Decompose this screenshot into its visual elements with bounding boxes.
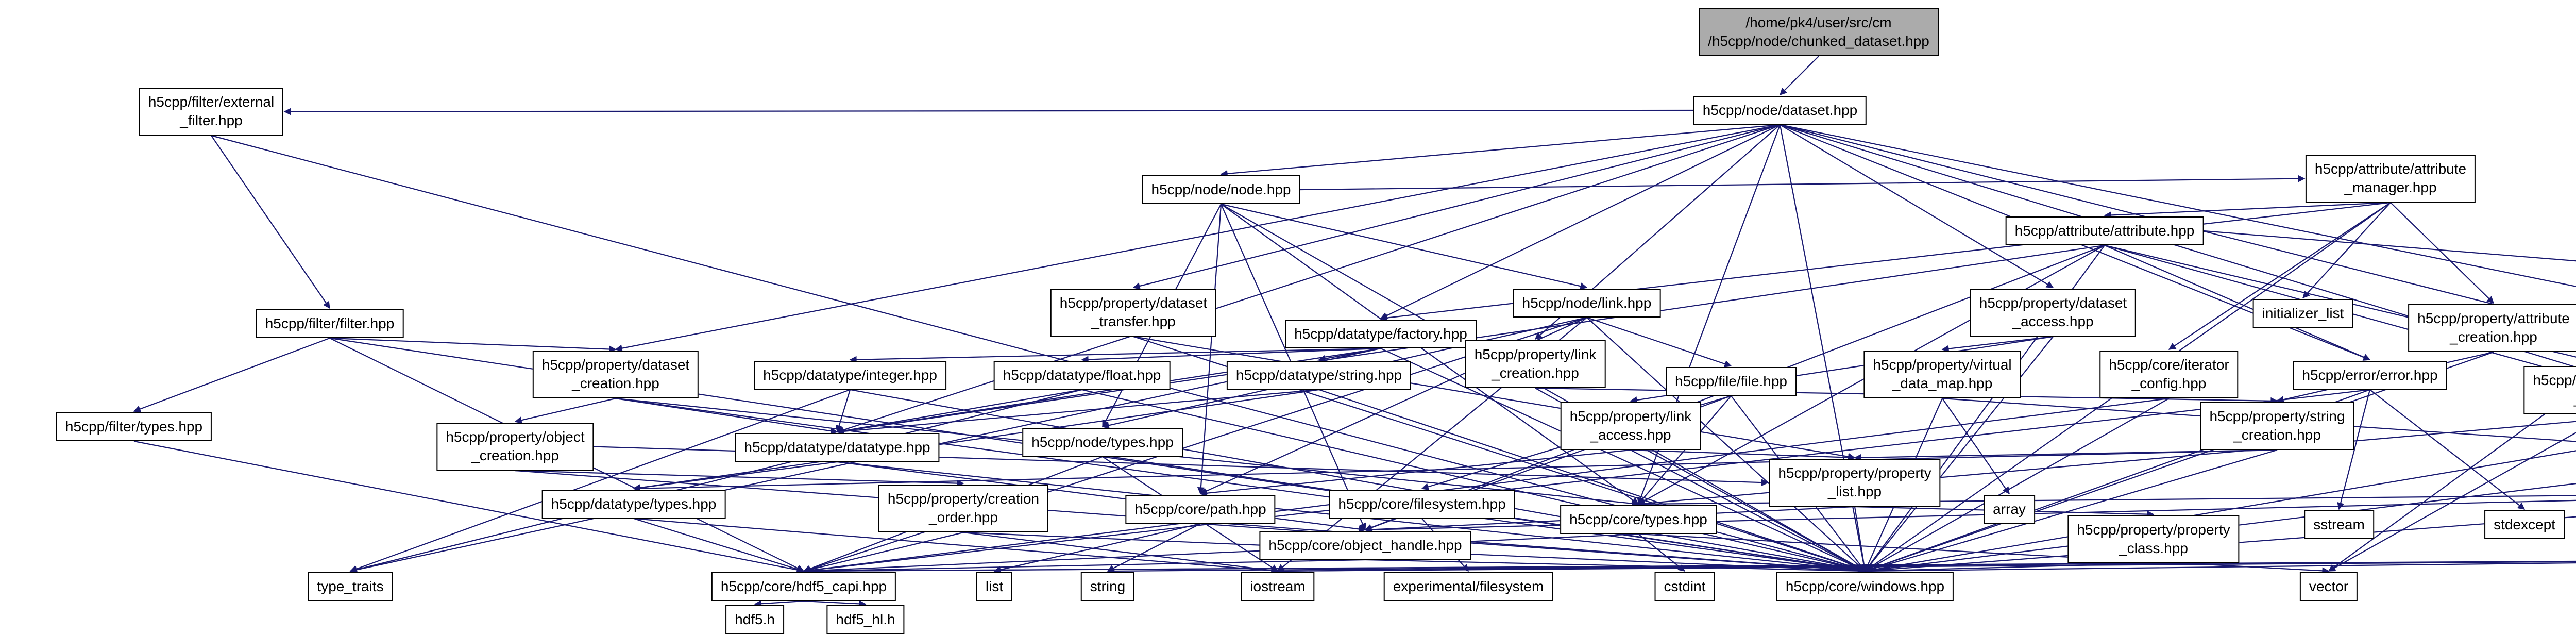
graph-node-external_filter[interactable]: h5cpp/filter/external _filter.hpp — [139, 88, 283, 136]
graph-node-attribute_creation[interactable]: h5cpp/property/attribute _creation.hpp — [2408, 304, 2576, 352]
graph-node-array[interactable]: array — [1984, 495, 2035, 524]
graph-node-type_traits[interactable]: type_traits — [308, 572, 393, 601]
graph-node-string[interactable]: string — [1081, 572, 1134, 601]
include-edge-hdf5_capi-hdf5_hl — [804, 601, 866, 604]
graph-node-root: /home/pk4/user/src/cm /h5cpp/node/chunke… — [1699, 8, 1939, 56]
graph-node-hdf5_h[interactable]: hdf5.h — [725, 605, 784, 634]
graph-node-attr_manager[interactable]: h5cpp/attribute/attribute _manager.hpp — [2306, 155, 2476, 203]
graph-node-initializer_list[interactable]: initializer_list — [2253, 299, 2353, 328]
graph-node-filter_types[interactable]: h5cpp/filter/types.hpp — [56, 412, 212, 441]
graph-node-fixed_length[interactable]: h5cpp/core/fixed_length _string.hpp — [2523, 366, 2576, 414]
graph-node-object_handle[interactable]: h5cpp/core/object_handle.hpp — [1259, 531, 1471, 560]
graph-node-node_types[interactable]: h5cpp/node/types.hpp — [1022, 428, 1183, 457]
graph-node-sstream[interactable]: sstream — [2304, 510, 2374, 539]
graph-node-cstdint[interactable]: cstdint — [1655, 572, 1715, 601]
graph-node-iostream[interactable]: iostream — [1241, 572, 1314, 601]
graph-node-filter[interactable]: h5cpp/filter/filter.hpp — [256, 309, 404, 338]
include-edge-dataset-node — [1221, 125, 1780, 174]
include-edge-root-dataset — [1780, 56, 1819, 95]
include-edge-integer-type_traits — [350, 390, 850, 571]
include-edge-dataset-dataset_access — [1780, 125, 2053, 288]
include-edge-core_types-hdf5_capi — [804, 534, 1638, 571]
graph-node-creation_order[interactable]: h5cpp/property/creation _order.hpp — [878, 485, 1048, 532]
graph-node-vdm[interactable]: h5cpp/property/virtual _data_map.hpp — [1863, 351, 2021, 398]
graph-node-core_types[interactable]: h5cpp/core/types.hpp — [1560, 505, 1717, 534]
graph-node-dt_types[interactable]: h5cpp/datatype/types.hpp — [542, 490, 726, 519]
graph-node-vector[interactable]: vector — [2300, 572, 2358, 601]
include-edge-fixed_length-vector — [2329, 414, 2576, 571]
include-edge-node-attr_manager — [1300, 179, 2305, 190]
graph-node-exp_fs[interactable]: experimental/filesystem — [1384, 572, 1553, 601]
graph-node-dataset[interactable]: h5cpp/node/dataset.hpp — [1693, 96, 1867, 125]
include-edge-filter-ds_creation — [330, 338, 616, 349]
graph-node-iterator_config[interactable]: h5cpp/core/iterator _config.hpp — [2099, 351, 2238, 398]
include-edge-error-stdexcept — [2370, 390, 2524, 509]
include-edge-node-path — [1200, 204, 1221, 494]
graph-node-dt_float[interactable]: h5cpp/datatype/float.hpp — [994, 361, 1171, 390]
include-edge-vdm-array — [1942, 398, 2009, 494]
graph-node-hdf5_hl[interactable]: hdf5_hl.h — [826, 605, 904, 634]
graph-node-stdexcept[interactable]: stdexcept — [2484, 510, 2565, 539]
graph-node-list[interactable]: list — [976, 572, 1012, 601]
graph-node-integer[interactable]: h5cpp/datatype/integer.hpp — [754, 361, 946, 390]
graph-node-windows[interactable]: h5cpp/core/windows.hpp — [1776, 572, 1954, 601]
graph-node-property_list[interactable]: h5cpp/property/property _list.hpp — [1769, 459, 1940, 507]
include-edge-dt_types-hdf5_capi — [634, 519, 804, 571]
include-edge-attr_manager-initializer_list — [2303, 203, 2391, 298]
include-edge-node-link — [1221, 204, 1587, 288]
graph-node-ds_transfer[interactable]: h5cpp/property/dataset _transfer.hpp — [1050, 289, 1216, 337]
graph-node-dt_string[interactable]: h5cpp/datatype/string.hpp — [1227, 361, 1411, 390]
graph-node-link[interactable]: h5cpp/node/link.hpp — [1513, 289, 1661, 318]
include-edge-core_types-cstdint — [1638, 534, 1685, 571]
graph-node-node[interactable]: h5cpp/node/node.hpp — [1142, 175, 1300, 204]
graph-node-link_creation[interactable]: h5cpp/property/link _creation.hpp — [1465, 340, 1606, 388]
graph-node-error[interactable]: h5cpp/error/error.hpp — [2293, 361, 2447, 390]
graph-node-string_creation[interactable]: h5cpp/property/string _creation.hpp — [2200, 402, 2354, 450]
graph-node-path[interactable]: h5cpp/core/path.hpp — [1125, 495, 1275, 524]
include-edge-filter-filter_types — [134, 338, 330, 411]
include-edge-dataset-external_filter — [284, 110, 1693, 112]
include-edge-hdf5_capi-hdf5_h — [755, 601, 804, 604]
graph-node-ds_creation[interactable]: h5cpp/property/dataset _creation.hpp — [533, 351, 699, 398]
graph-node-factory[interactable]: h5cpp/datatype/factory.hpp — [1285, 320, 1477, 348]
graph-node-object_creation[interactable]: h5cpp/property/object _creation.hpp — [436, 423, 594, 471]
include-edge-external_filter-filter — [211, 136, 330, 308]
include-edge-integer-datatype — [837, 390, 850, 432]
graph-node-dataset_access[interactable]: h5cpp/property/dataset _access.hpp — [1970, 289, 2136, 337]
include-edge-link-file — [1587, 318, 1731, 366]
graph-node-link_access[interactable]: h5cpp/property/link _access.hpp — [1561, 402, 1701, 450]
include-edge-dataset_access-vdm — [1942, 337, 2053, 349]
graph-node-property_class[interactable]: h5cpp/property/property _class.hpp — [2067, 515, 2239, 563]
graph-node-attribute[interactable]: h5cpp/attribute/attribute.hpp — [2006, 216, 2204, 245]
graph-node-file[interactable]: h5cpp/file/file.hpp — [1666, 367, 1797, 396]
graph-node-filesystem[interactable]: h5cpp/core/filesystem.hpp — [1329, 490, 1515, 519]
graph-node-datatype[interactable]: h5cpp/datatype/datatype.hpp — [735, 433, 939, 462]
include-edge-object_creation-creation_order — [515, 471, 963, 483]
include-edge-ds_creation-object_creation — [515, 398, 616, 422]
include-edge-property_list-windows — [1855, 507, 1865, 571]
include-edge-attr_manager-attribute — [2105, 203, 2391, 215]
graph-node-hdf5_capi[interactable]: h5cpp/core/hdf5_capi.hpp — [711, 572, 896, 601]
